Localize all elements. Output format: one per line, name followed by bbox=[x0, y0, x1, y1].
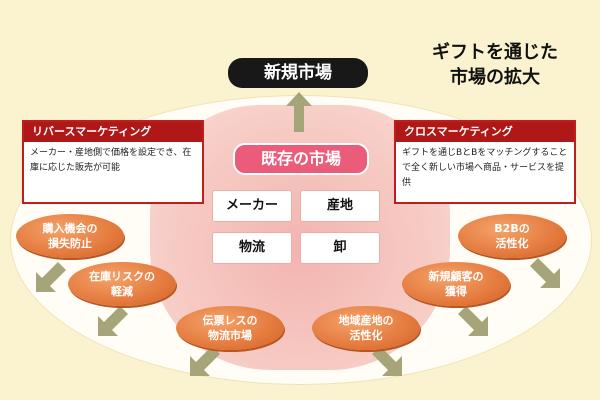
headline-line-1: ギフトを通じた bbox=[432, 42, 558, 63]
cross-marketing-body: ギフトを通じBとBをマッチングすることで全く新しい市場へ商品・サービスを提供 bbox=[402, 148, 568, 188]
arrow-down-left-icon bbox=[190, 346, 220, 376]
reverse-marketing-title: リバースマーケティング bbox=[24, 122, 202, 142]
up-arrow-icon bbox=[286, 92, 312, 132]
benefit-line-2: 軽減 bbox=[111, 285, 133, 298]
arrow-down-right-icon bbox=[458, 306, 488, 336]
cross-marketing-box: クロスマーケティング ギフトを通じBとBをマッチングすることで全く新しい市場へ商… bbox=[394, 120, 576, 204]
benefit-line-2: 活性化 bbox=[495, 237, 529, 250]
benefit-pill: 地域産地の活性化 bbox=[312, 306, 420, 350]
benefit-line-2: 獲得 bbox=[445, 285, 467, 298]
reverse-marketing-body: メーカー・産地側で価格を設定でき、在庫に応じた販売が可能 bbox=[30, 148, 192, 173]
benefit-line-2: 損失防止 bbox=[48, 237, 92, 250]
benefit-pill: 購入機会の損失防止 bbox=[16, 214, 124, 258]
market-cell-logistics: 物流 bbox=[212, 232, 292, 264]
benefit-line-1: 新規顧客の bbox=[428, 270, 484, 283]
benefit-line-1: 購入機会の bbox=[42, 222, 98, 235]
benefit-line-1: B2Bの bbox=[494, 222, 530, 235]
market-cell-production: 産地 bbox=[300, 190, 380, 222]
market-cell-maker: メーカー bbox=[212, 190, 292, 222]
new-market-label: 新規市場 bbox=[228, 58, 368, 88]
benefit-line-1: 地域産地の bbox=[338, 314, 394, 327]
cross-marketing-title: クロスマーケティング bbox=[396, 122, 574, 142]
benefit-pill: 新規顧客の獲得 bbox=[402, 262, 510, 306]
reverse-marketing-box: リバースマーケティング メーカー・産地側で価格を設定でき、在庫に応じた販売が可能 bbox=[22, 120, 204, 204]
market-cell-wholesale: 卸 bbox=[300, 232, 380, 264]
benefit-line-1: 在庫リスクの bbox=[89, 270, 155, 283]
benefit-pill: 伝票レスの物流市場 bbox=[176, 306, 284, 350]
arrow-down-right-icon bbox=[530, 258, 560, 288]
benefit-line-2: 活性化 bbox=[349, 329, 383, 342]
benefit-line-2: 物流市場 bbox=[208, 329, 252, 342]
benefit-line-1: 伝票レスの bbox=[202, 314, 258, 327]
benefit-pill: 在庫リスクの軽減 bbox=[68, 262, 176, 306]
headline-line-2: 市場の拡大 bbox=[450, 67, 540, 88]
headline: ギフトを通じた 市場の拡大 bbox=[400, 40, 590, 90]
arrow-down-left-icon bbox=[36, 262, 66, 292]
arrow-down-right-icon bbox=[372, 346, 402, 376]
existing-market-label: 既存の市場 bbox=[233, 143, 369, 175]
benefit-pill: B2Bの活性化 bbox=[458, 214, 566, 258]
arrow-down-left-icon bbox=[98, 306, 128, 336]
